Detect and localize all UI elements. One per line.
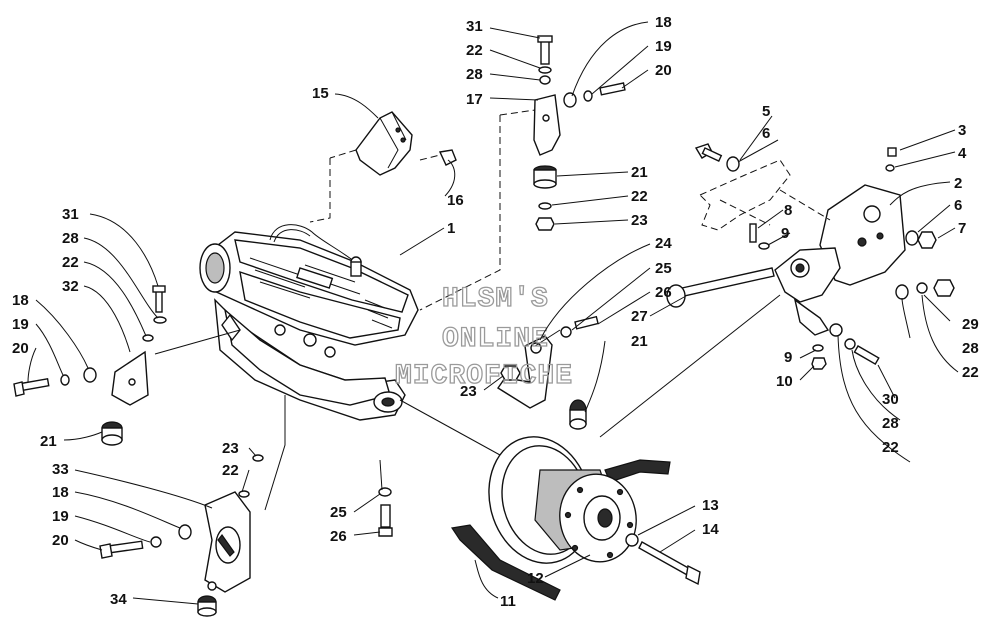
callout-24: 24 [655,235,672,252]
lower-mount-assembly [99,454,393,617]
callout-21b: 21 [631,333,648,350]
callout-33: 33 [52,461,69,478]
callout-21c: 21 [40,433,57,450]
callout-7: 7 [958,220,966,237]
callout-31: 31 [466,18,483,35]
left-mount-assembly [13,285,167,446]
callout-18b: 18 [12,292,29,309]
watermark: HLSM'S ONLINE MICROFICHE [394,283,573,392]
callout-10: 10 [776,373,793,390]
callout-25: 25 [655,260,672,277]
callout-26b: 26 [330,528,347,545]
callout-leaders [27,21,959,605]
callout-20: 20 [655,62,672,79]
watermark-line-2: ONLINE [442,324,549,355]
callout-18c: 18 [52,484,69,501]
assembly-lines [154,109,781,511]
callout-22d: 22 [222,462,239,479]
callout-1: 1 [447,220,455,237]
clutch-assembly [450,436,701,601]
callout-22e: 22 [962,364,979,381]
callout-3: 3 [958,122,966,139]
watermark-line-1: HLSM'S [442,284,549,315]
callout-25b: 25 [330,504,347,521]
callout-5: 5 [762,103,770,120]
watermark-line-3: MICROFICHE [395,361,573,392]
callout-26: 26 [655,284,672,301]
callout-21: 21 [631,164,648,181]
callout-27: 27 [631,308,648,325]
callout-28c: 28 [962,340,979,357]
callout-29: 29 [962,316,979,333]
callout-23c: 23 [222,440,239,457]
callout-labels: 1 2 3 4 5 6 6 7 8 9 9 10 11 12 13 14 15 … [12,14,979,610]
callout-31b: 31 [62,206,79,223]
callout-12: 12 [527,570,544,587]
callout-23b: 23 [460,383,477,400]
engine-assembly [199,224,419,421]
callout-15: 15 [312,85,329,102]
callout-14: 14 [702,521,719,538]
callout-22c: 22 [62,254,79,271]
callout-19c: 19 [52,508,69,525]
callout-20b: 20 [12,340,29,357]
rear-bracket-assembly [497,143,955,430]
callout-4: 4 [958,145,967,162]
callout-11: 11 [500,593,516,610]
callout-23: 23 [631,212,648,229]
callout-32: 32 [62,278,79,295]
callout-30: 30 [882,391,899,408]
callout-22: 22 [466,42,483,59]
callout-20c: 20 [52,532,69,549]
callout-9: 9 [781,225,789,242]
callout-28b: 28 [62,230,79,247]
callout-17: 17 [466,91,483,108]
callout-9b: 9 [784,349,792,366]
callout-28: 28 [466,66,483,83]
callout-6b: 6 [954,197,962,214]
callout-8: 8 [784,202,792,219]
callout-13: 13 [702,497,719,514]
callout-2: 2 [954,175,962,192]
callout-19b: 19 [12,316,29,333]
front-mount-stack [533,35,626,231]
callout-6: 6 [762,125,770,142]
callout-34: 34 [110,591,127,608]
callout-22f: 22 [882,439,899,456]
callout-19: 19 [655,38,672,55]
callout-16: 16 [447,192,464,209]
callout-28d: 28 [882,415,899,432]
callout-22b: 22 [631,188,648,205]
top-bracket-15 [355,111,457,176]
callout-18: 18 [655,14,672,31]
